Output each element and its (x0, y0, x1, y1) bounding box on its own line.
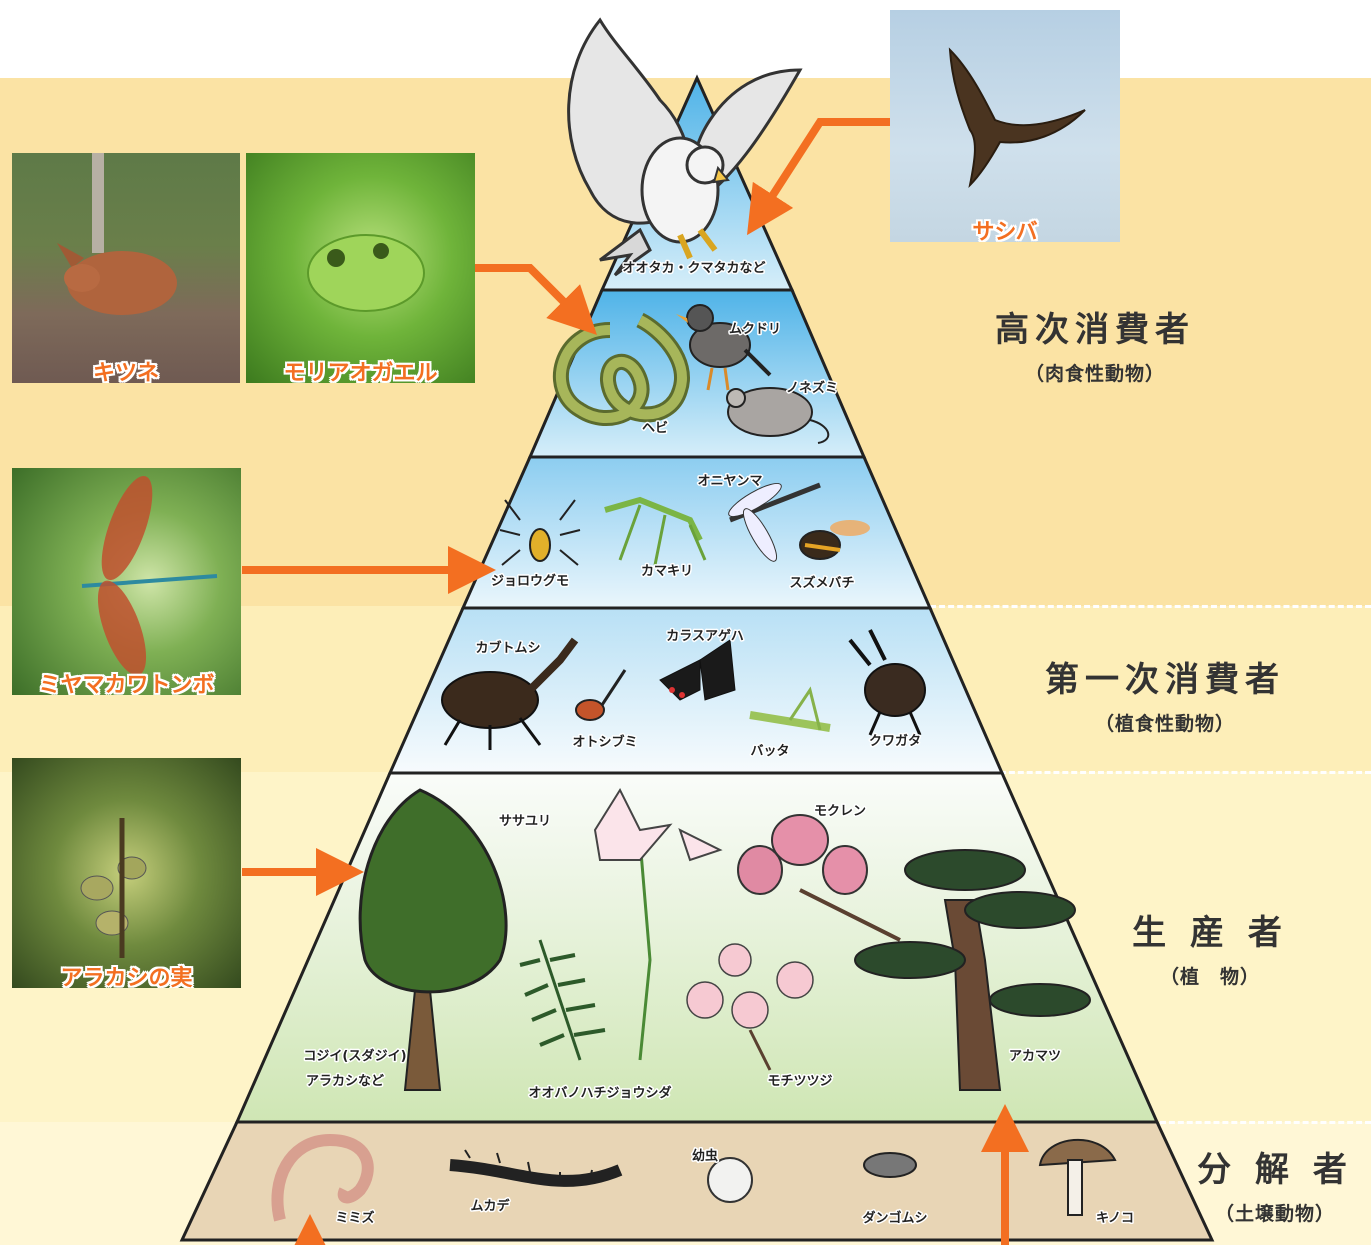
label-otoshibumi: オトシブミ (572, 734, 637, 750)
label-sasayuri: ササユリ (499, 814, 551, 829)
photo-label: キツネ (12, 355, 240, 383)
photo-moriaogaeru: モリアオガエル (246, 153, 475, 383)
photo-label: サシバ (890, 214, 1120, 242)
photo-label: アラカシの実 (12, 960, 241, 988)
label-mimizu: ミミズ (335, 1210, 374, 1226)
pillbug-illustration (864, 1153, 916, 1177)
label-karasuageha: カラスアゲハ (666, 628, 743, 644)
label-raptors: オオタカ・クマタカなど (622, 261, 765, 276)
label-jorougumo: ジョロウグモ (491, 573, 569, 589)
frog-icon (246, 153, 475, 383)
photo-sashiba: サシバ (890, 10, 1120, 242)
label-nezumi: ノネズミ (786, 380, 838, 396)
label-batta: バッタ (750, 744, 789, 759)
acorn-icon (12, 758, 241, 988)
label-kinoko: キノコ (1096, 1211, 1134, 1226)
label-dangomushi: ダンゴムシ (862, 1210, 927, 1226)
label-kojii-line2: アラカシなど (306, 1074, 384, 1089)
label-oniyanma: オニヤンマ (697, 474, 762, 489)
photo-label: ミヤマカワトンボ (12, 667, 241, 695)
label-kabutomushi: カブトムシ (475, 640, 540, 656)
label-suzumebachi: スズメバチ (789, 575, 854, 591)
label-akamatsu: アカマツ (1009, 1049, 1061, 1064)
label-kojii-line1: コジイ(スダジイ) (303, 1048, 406, 1064)
label-ohbanohachijoushida: オオバノハチジョウシダ (528, 1085, 671, 1101)
label-youchu: 幼虫 (692, 1148, 718, 1164)
larva-illustration (708, 1158, 752, 1202)
label-mochitsutsuji: モチツツジ (767, 1074, 832, 1089)
label-hebi: ヘビ (642, 420, 668, 436)
photo-label: モリアオガエル (246, 355, 475, 383)
label-kuwagata: クワガタ (869, 734, 921, 749)
damselfly-icon (12, 468, 241, 695)
arrow-sashiba (760, 122, 890, 215)
hawk-in-flight-icon (890, 10, 1120, 242)
label-mokuren: モクレン (814, 804, 866, 819)
label-mukudori: ムクドリ (729, 322, 781, 337)
label-mukade: ムカデ (470, 1198, 510, 1214)
photo-kitsune: キツネ (12, 153, 240, 383)
label-kamakiri: カマキリ (641, 564, 693, 579)
photo-arakashi-fruit: アラカシの実 (12, 758, 241, 988)
fox-icon (12, 153, 240, 383)
arrow-frog (475, 268, 580, 318)
photo-miyamakawatonbo: ミヤマカワトンボ (12, 468, 241, 695)
